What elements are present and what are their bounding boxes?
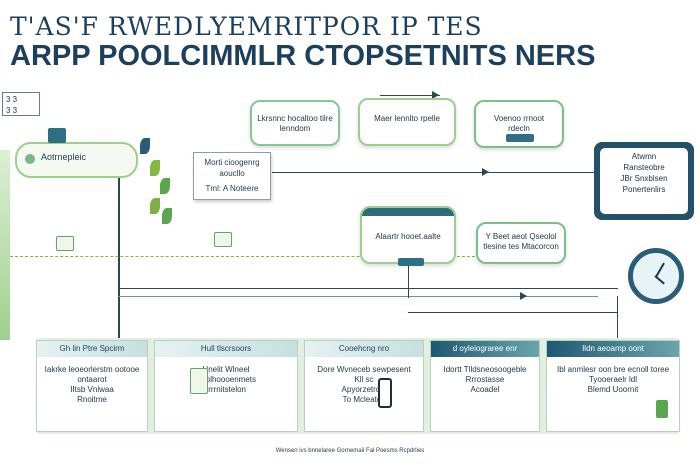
- monitor-card: Atwmn Ransteobre JBr Snxblsen Ponertenli…: [594, 142, 694, 220]
- note-card-line1: Morti cioogenrg: [204, 158, 260, 167]
- bottom-panel-5: Ildn aeoamp oont Ibl anmlesr oon bre ecn…: [546, 340, 680, 432]
- bottom-panel-5-header: Ildn aeoamp oont: [547, 341, 679, 357]
- note-card-line3: Tml: A Noteere: [205, 184, 259, 193]
- leaf-icon: [150, 198, 160, 214]
- diagram-footer: Wensen ivs bnnelaree Gornemail Fal Poesm…: [275, 448, 425, 454]
- top-card-3: Voenoo rrnoot rdecln: [474, 100, 564, 148]
- leaf-icon: [150, 160, 160, 176]
- bottom-panel-2-header: Hull tlscrsoors: [155, 341, 297, 357]
- bottom-panel-1-text: Iakrke leoeorlerstm ootooe ontaarot IIts…: [44, 365, 140, 404]
- process-node: Aotrnepleic: [15, 142, 138, 178]
- process-dot-icon: [25, 154, 35, 164]
- bottom-panel-2-text: Hnelit Wlneel Abolhoooenmets Irrrnitstel…: [195, 365, 257, 394]
- monitor-icon: [56, 236, 74, 251]
- top-card-1-text: Lkrsnnc hocaltoo tilre lenndom: [257, 114, 333, 133]
- connector-upper-horizontal: [272, 172, 602, 173]
- clock-hand: [654, 275, 665, 285]
- diagram-title-line2: ARPP POOLCIMMLR CTOPSETNITS NERS: [10, 40, 596, 72]
- connector-lower-horizontal: [408, 312, 618, 313]
- arrowhead-top: [432, 91, 439, 99]
- plant-icon: [656, 400, 668, 418]
- bottom-panel-2: Hull tlscrsoors Hnelit Wlneel Abolhoooen…: [154, 340, 298, 432]
- connector-top-horizontal: [380, 95, 440, 96]
- mid-card-1-header: [362, 208, 454, 216]
- top-card-3-text: Voenoo rrnoot rdecln: [493, 114, 545, 133]
- bottom-panel-1-header: Gh lin Ptre Spcirm: [37, 341, 147, 357]
- note-card-line2: aoucllo: [219, 169, 245, 178]
- top-card-2-text: Maer lennlto rpelle: [374, 114, 440, 123]
- document-icon: [190, 368, 208, 394]
- bottom-panel-4: d oyleiograree enr Idortt Tlldsneosoogeb…: [430, 340, 540, 432]
- connector-center-vertical: [408, 258, 409, 298]
- monitor-line-1: Atwmn: [631, 152, 657, 161]
- note-card: Morti cioogenrg aoucllo Tml: A Noteere: [193, 152, 271, 200]
- status-bar-icon: [506, 134, 534, 142]
- leaf-icon: [162, 208, 172, 224]
- diagram-title-line1: T'AS'F RWEDLYEMRITPOR IP TES: [10, 12, 483, 41]
- leaf-icon: [140, 138, 150, 154]
- bottom-panel-4-text: Idortt Tlldsneosoogeble Rrrostasse Acoad…: [443, 365, 527, 394]
- arrowhead-mid: [520, 292, 527, 300]
- monitor-screen: Atwmn Ransteobre JBr Snxblsen Ponertenli…: [600, 148, 688, 214]
- server-icon: [48, 128, 66, 143]
- mid-card-2-text: Y Beet aeot Qseolol tlesine tes Mtacorco…: [483, 232, 559, 251]
- connector-left-vertical: [118, 178, 120, 338]
- monitor-line-4: Ponertenlirs: [622, 185, 666, 194]
- arrowhead-upper: [482, 168, 489, 176]
- bottom-panel-1: Gh lin Ptre Spcirm Iakrke leoeorlerstm o…: [36, 340, 148, 432]
- connector-mid-horizontal: [118, 288, 618, 289]
- monitor-line-3: JBr Snxblsen: [620, 174, 668, 183]
- bottom-panel-5-text: Ibl anmlesr oon bre ecnoll toree Tyooera…: [556, 365, 670, 394]
- clock-icon: [628, 248, 684, 304]
- mid-card-1: Alaartr hooet.aalte: [360, 206, 456, 266]
- monitor-line-2: Ransteobre: [623, 163, 665, 172]
- dashed-flow-line: [10, 256, 480, 257]
- connector-right-vertical: [617, 296, 618, 340]
- process-node-label: Aotrnepleic: [41, 152, 87, 162]
- leaf-icon: [160, 178, 170, 194]
- mid-card-2: Y Beet aeot Qseolol tlesine tes Mtacorco…: [476, 222, 566, 264]
- device-base-icon: [398, 258, 424, 266]
- badge-line-2: 3 3: [6, 106, 18, 115]
- monitor-icon: [214, 232, 232, 247]
- connector-mid-horizontal-2: [118, 296, 598, 297]
- bottom-panel-3: Cooehcng nro Dore Wvneceb sewpesent Kll …: [304, 340, 424, 432]
- mid-card-1-text: Alaartr hooet.aalte: [375, 232, 441, 241]
- phone-icon: [378, 378, 392, 408]
- bottom-panel-3-text: Dore Wvneceb sewpesent Kll sc Apyorzetrc…: [317, 365, 411, 404]
- corner-badge: 3 3 3 3: [2, 92, 40, 116]
- side-accent-bar: [0, 150, 10, 340]
- bottom-panel-4-header: d oyleiograree enr: [431, 341, 539, 357]
- badge-line-1: 3 3: [6, 95, 18, 104]
- top-card-1: Lkrsnnc hocaltoo tilre lenndom: [250, 100, 340, 146]
- bottom-panel-3-header: Cooehcng nro: [305, 341, 423, 357]
- top-card-2: Maer lennlto rpelle: [358, 98, 456, 146]
